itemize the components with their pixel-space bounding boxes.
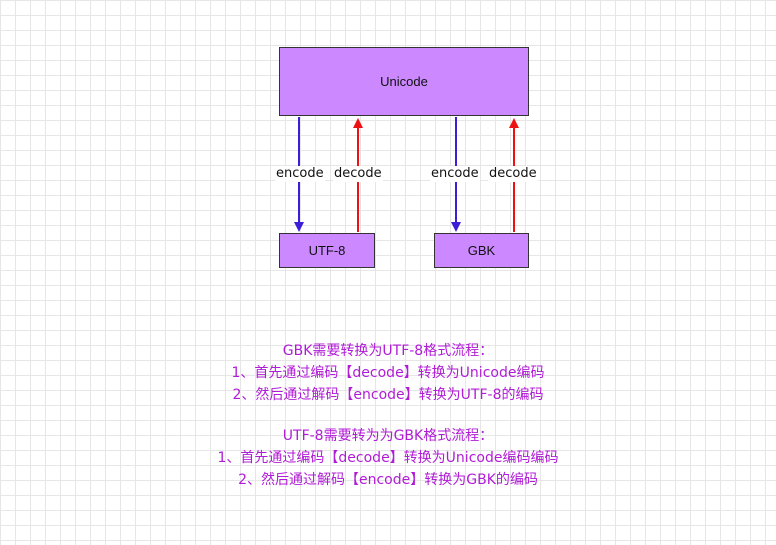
decode-label-utf8: decode (333, 166, 383, 182)
unicode-box: Unicode (279, 47, 529, 116)
gbk-to-utf8-title: GBK需要转换为UTF-8格式流程： (282, 343, 494, 359)
gbk-box-label: GBK (467, 243, 496, 258)
utf8-box-label: UTF-8 (308, 243, 346, 258)
utf8-box: UTF-8 (279, 233, 375, 268)
utf8-to-gbk-step2: 2、然后通过解码【encode】转换为GBK的编码 (238, 472, 538, 488)
encode-label-gbk: encode (430, 166, 480, 182)
encode-label-utf8: encode (275, 166, 325, 182)
gbk-to-utf8-step1: 1、首先通过编码【decode】转换为Unicode编码 (231, 365, 545, 381)
utf8-to-gbk-step1: 1、首先通过编码【decode】转换为Unicode编码编码 (217, 450, 559, 466)
gbk-box: GBK (434, 233, 529, 268)
gbk-to-utf8-notes: GBK需要转换为UTF-8格式流程： 1、首先通过编码【decode】转换为Un… (0, 340, 776, 406)
gbk-to-utf8-step2: 2、然后通过解码【encode】转换为UTF-8的编码 (232, 387, 544, 403)
utf8-to-gbk-title: UTF-8需要转为为GBK格式流程： (282, 428, 494, 444)
unicode-box-label: Unicode (380, 74, 428, 89)
decode-label-gbk: decode (488, 166, 538, 182)
utf8-to-gbk-notes: UTF-8需要转为为GBK格式流程： 1、首先通过编码【decode】转换为Un… (0, 425, 776, 491)
